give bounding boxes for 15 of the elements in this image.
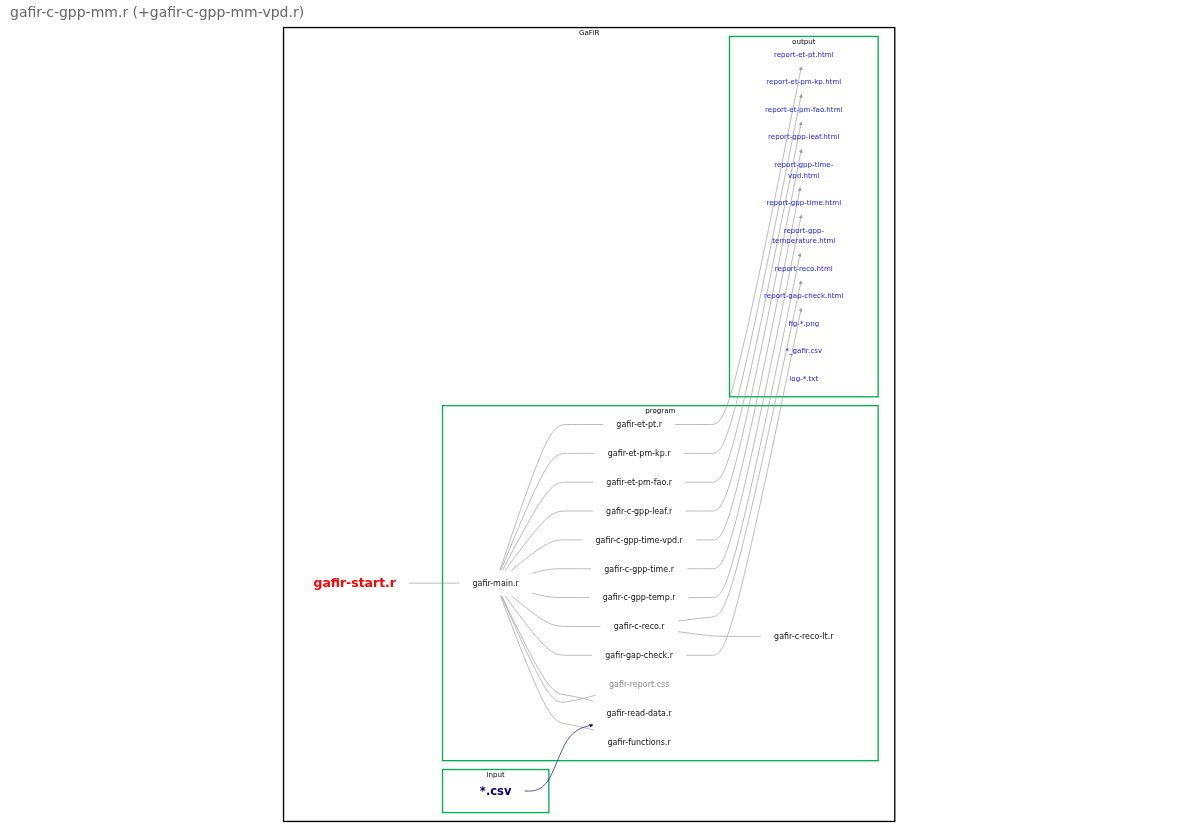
connector [500, 453, 596, 571]
connector [502, 481, 594, 571]
connector [532, 592, 591, 598]
brace-note: gafir-c-gpp-mm.r (+gafir-c-gpp-mm-vpd.r) [10, 4, 305, 20]
connector [500, 595, 595, 731]
connector [677, 631, 762, 637]
node-text: gafir-start.r [313, 575, 397, 591]
connector [532, 568, 592, 574]
connector [511, 595, 602, 627]
connector [409, 582, 460, 584]
connector [499, 424, 604, 571]
connector [505, 595, 593, 656]
connector [511, 539, 583, 571]
node-text: *.csv [480, 784, 512, 798]
connector [505, 510, 594, 571]
